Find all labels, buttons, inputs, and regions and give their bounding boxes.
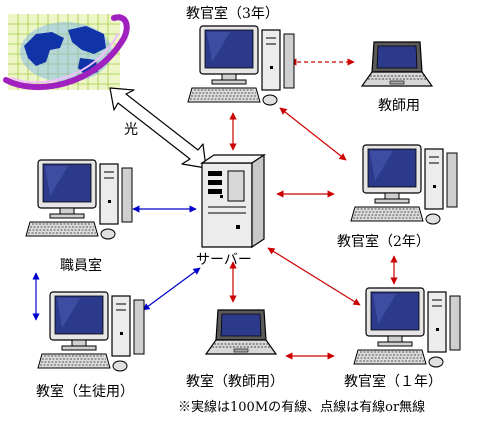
label-server: サーバー [196, 252, 252, 268]
link-server-room1 [267, 247, 361, 306]
link-room3-room2 [279, 107, 347, 161]
desktop-pc-icon-room1 [353, 287, 461, 368]
desktop-pc-icon-room3 [187, 25, 295, 106]
link-server-classroom-student [142, 267, 201, 311]
laptop-icon-classroom-teacher [205, 309, 277, 355]
label-staff-room: 職員室 [60, 258, 102, 274]
label-room2: 教官室（2年） [337, 234, 430, 250]
label-room3: 教官室（3年） [186, 6, 279, 22]
label-teacher-use: 教師用 [378, 98, 420, 114]
globe-icon [3, 14, 130, 91]
desktop-pc-icon-staff [25, 159, 133, 240]
footnote: ※実線は100Mの有線、点線は有線or無線 [178, 400, 426, 415]
label-classroom-student: 教室（生徒用） [36, 384, 134, 400]
blue-wired-links [32, 205, 201, 321]
desktop-pc-icon-room2 [350, 144, 458, 225]
laptop-icon-teacher [361, 41, 433, 87]
label-classroom-teacher: 教室（教師用） [186, 374, 284, 390]
server-tower-icon [200, 153, 266, 249]
desktop-pc-icon-classroom-student [37, 291, 145, 372]
label-room1: 教官室（１年） [344, 374, 442, 390]
label-light: 光 [124, 122, 138, 138]
red-wired-links [229, 58, 398, 360]
